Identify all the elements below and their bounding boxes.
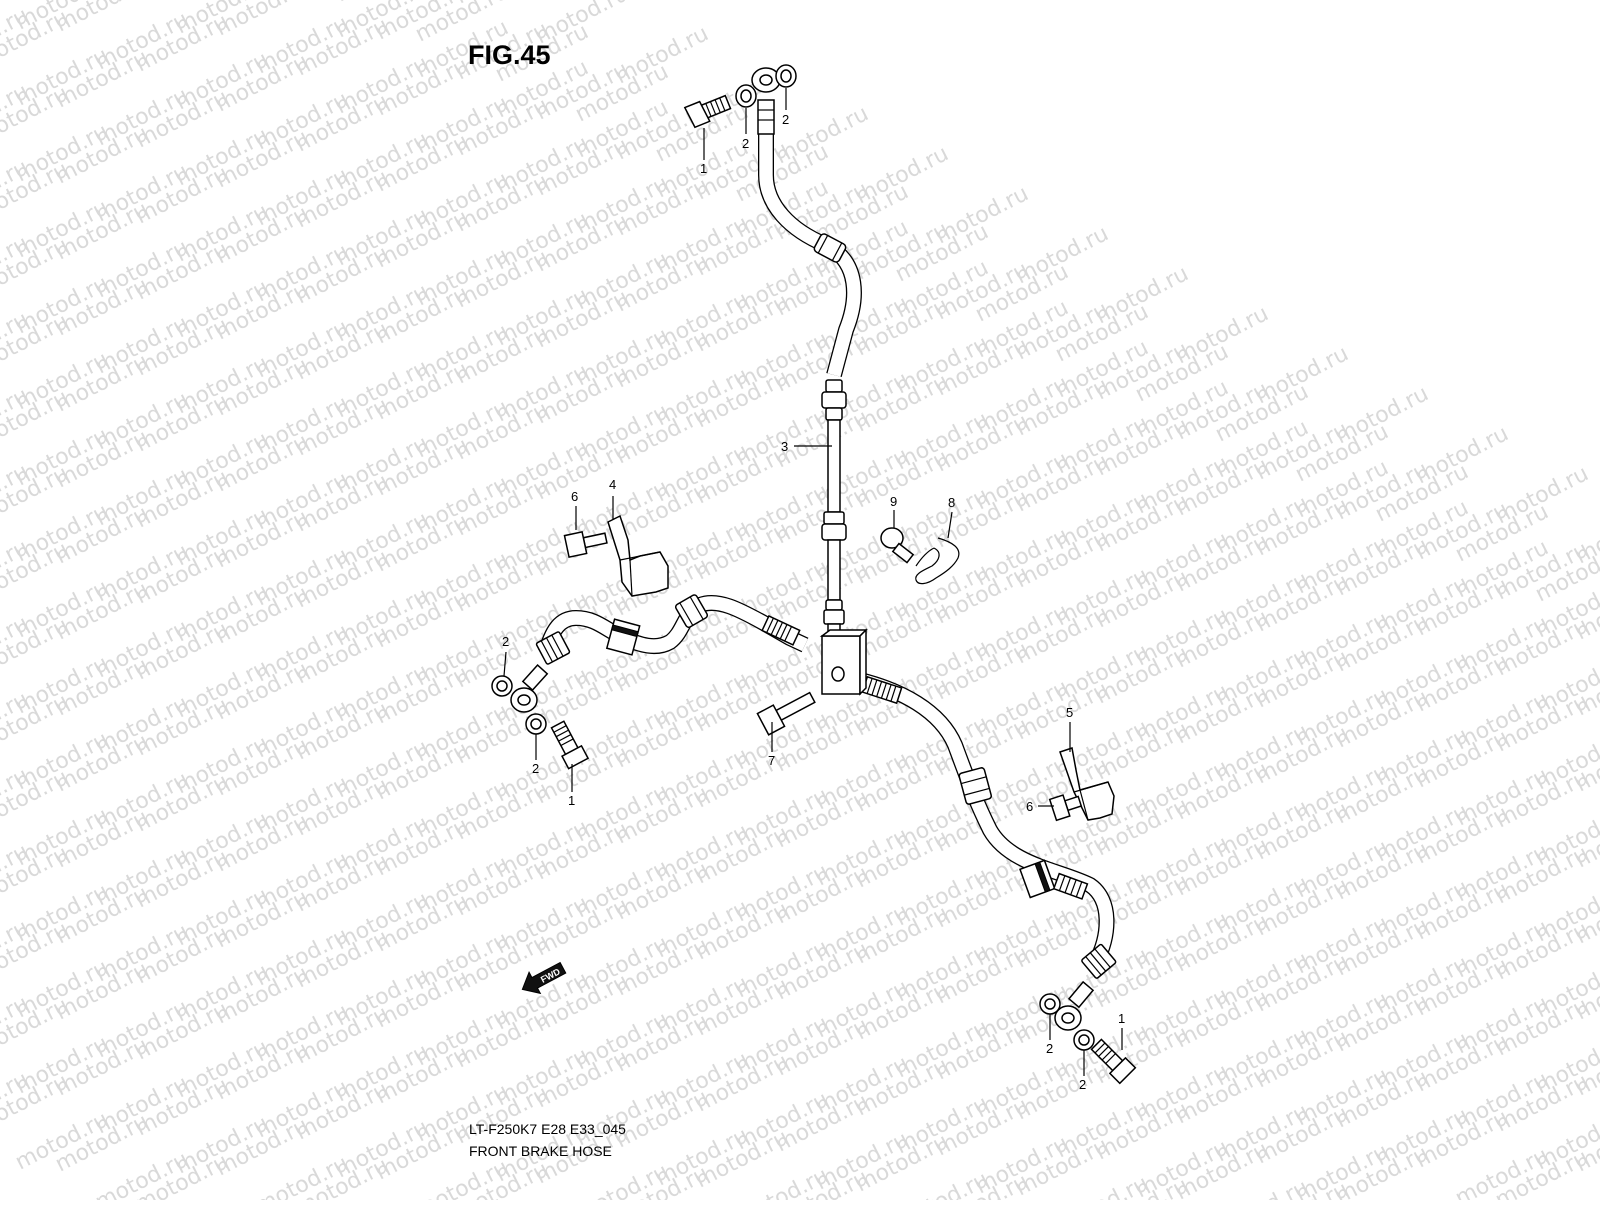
washer-right-lower — [1073, 1029, 1095, 1051]
figure-title: FIG.45 — [468, 40, 551, 70]
hose-clip-8 — [915, 537, 960, 585]
upper-banjo-neck — [757, 99, 775, 135]
callout-numbers: 1 2 2 3 4 6 9 8 2 2 1 7 5 6 2 2 1 — [502, 112, 1125, 1092]
bolt-6-left — [563, 530, 608, 559]
right-hose-joint — [958, 767, 993, 805]
callout-2-right-upper: 2 — [1046, 1041, 1053, 1056]
callout-8: 8 — [948, 495, 955, 510]
brake-joint-block — [819, 628, 868, 696]
bolt-9 — [880, 527, 915, 564]
right-hose-clamp-block — [1019, 859, 1056, 899]
callout-2-left-upper: 2 — [502, 634, 509, 649]
left-hose-joint — [674, 594, 709, 629]
callout-1-right: 1 — [1118, 1011, 1125, 1026]
right-hose-ferrule — [1081, 943, 1117, 979]
callout-9: 9 — [890, 494, 897, 509]
figure-code: LT-F250K7 E28 E33_045 — [469, 1121, 626, 1137]
left-hose-threaded-end — [761, 614, 801, 646]
bolt-6-right — [1048, 794, 1083, 822]
left-banjo-fitting — [510, 664, 549, 713]
right-hose-fittings — [861, 675, 1117, 979]
figure-name: FRONT BRAKE HOSE — [469, 1143, 612, 1159]
upper-hose-fittings — [751, 67, 847, 263]
washer-right-upper — [1039, 993, 1061, 1015]
callout-4: 4 — [609, 477, 616, 492]
union-bolt-top — [683, 94, 732, 129]
callout-6-left: 6 — [571, 489, 578, 504]
callout-2-top-left: 2 — [742, 136, 749, 151]
left-hose-fittings — [535, 594, 801, 665]
hose-clamp-left — [607, 514, 669, 597]
hose-clamp-right — [1059, 747, 1115, 821]
washer-left-lower — [525, 713, 547, 735]
washer-top-right — [775, 64, 797, 88]
callout-6-right: 6 — [1026, 799, 1033, 814]
callout-2-right-lower: 2 — [1079, 1077, 1086, 1092]
callout-2-left-lower: 2 — [532, 761, 539, 776]
callout-7: 7 — [768, 753, 775, 768]
callout-3: 3 — [781, 439, 788, 454]
callout-1-left: 1 — [568, 793, 575, 808]
upper-hose-grommet — [813, 233, 847, 263]
right-hose-threaded-sleeve — [1052, 872, 1089, 900]
left-hose-ferrule — [535, 631, 571, 665]
washer-left-upper — [491, 675, 513, 697]
right-banjo-fitting — [1054, 980, 1095, 1031]
bolt-7 — [756, 691, 816, 736]
callout-1-top: 1 — [700, 161, 707, 176]
leader-lines — [503, 88, 1123, 1076]
left-hose-clamp-block — [605, 618, 641, 656]
washer-top-left — [735, 84, 757, 108]
brake-pipe-3 — [821, 379, 847, 637]
right-brake-hose — [858, 672, 1115, 966]
callout-2-top-right: 2 — [782, 112, 789, 127]
union-bolt-right — [1090, 1038, 1137, 1085]
callout-5: 5 — [1066, 705, 1073, 720]
union-bolt-left — [550, 720, 590, 770]
left-brake-hose — [538, 594, 809, 655]
